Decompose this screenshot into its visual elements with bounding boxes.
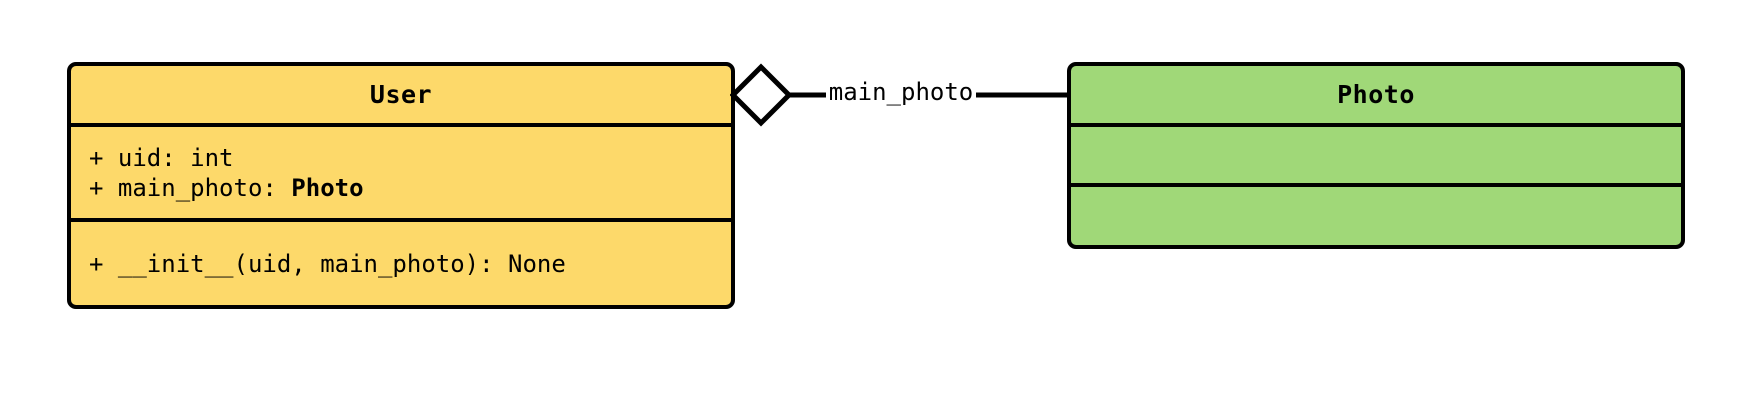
relationship-label-main-photo: main_photo — [826, 78, 976, 106]
attribute-uid-text: + uid: int — [89, 143, 234, 172]
method-init: + __init__(uid, main_photo): None — [89, 249, 731, 279]
attribute-main-photo: + main_photo: Photo — [89, 173, 731, 203]
attribute-main-photo-label: + main_photo: — [89, 173, 292, 202]
attribute-uid: + uid: int — [89, 143, 731, 173]
class-box-user[interactable]: User + uid: int + main_photo: Photo + __… — [67, 62, 735, 309]
relationship-user-main-photo[interactable]: main_photo — [729, 60, 1075, 132]
aggregation-diamond-icon — [729, 63, 793, 127]
attribute-main-photo-type: Photo — [291, 173, 364, 202]
class-title-user: User — [369, 80, 433, 109]
class-methods-photo — [1071, 183, 1681, 241]
class-box-photo[interactable]: Photo — [1067, 62, 1685, 249]
class-attributes-user: + uid: int + main_photo: Photo — [71, 123, 731, 218]
relationship-line — [729, 63, 1070, 127]
class-methods-user: + __init__(uid, main_photo): None — [71, 218, 731, 305]
class-title-photo: Photo — [1337, 80, 1415, 109]
class-attributes-photo — [1071, 123, 1681, 183]
method-init-text: + __init__(uid, main_photo): None — [89, 249, 566, 278]
